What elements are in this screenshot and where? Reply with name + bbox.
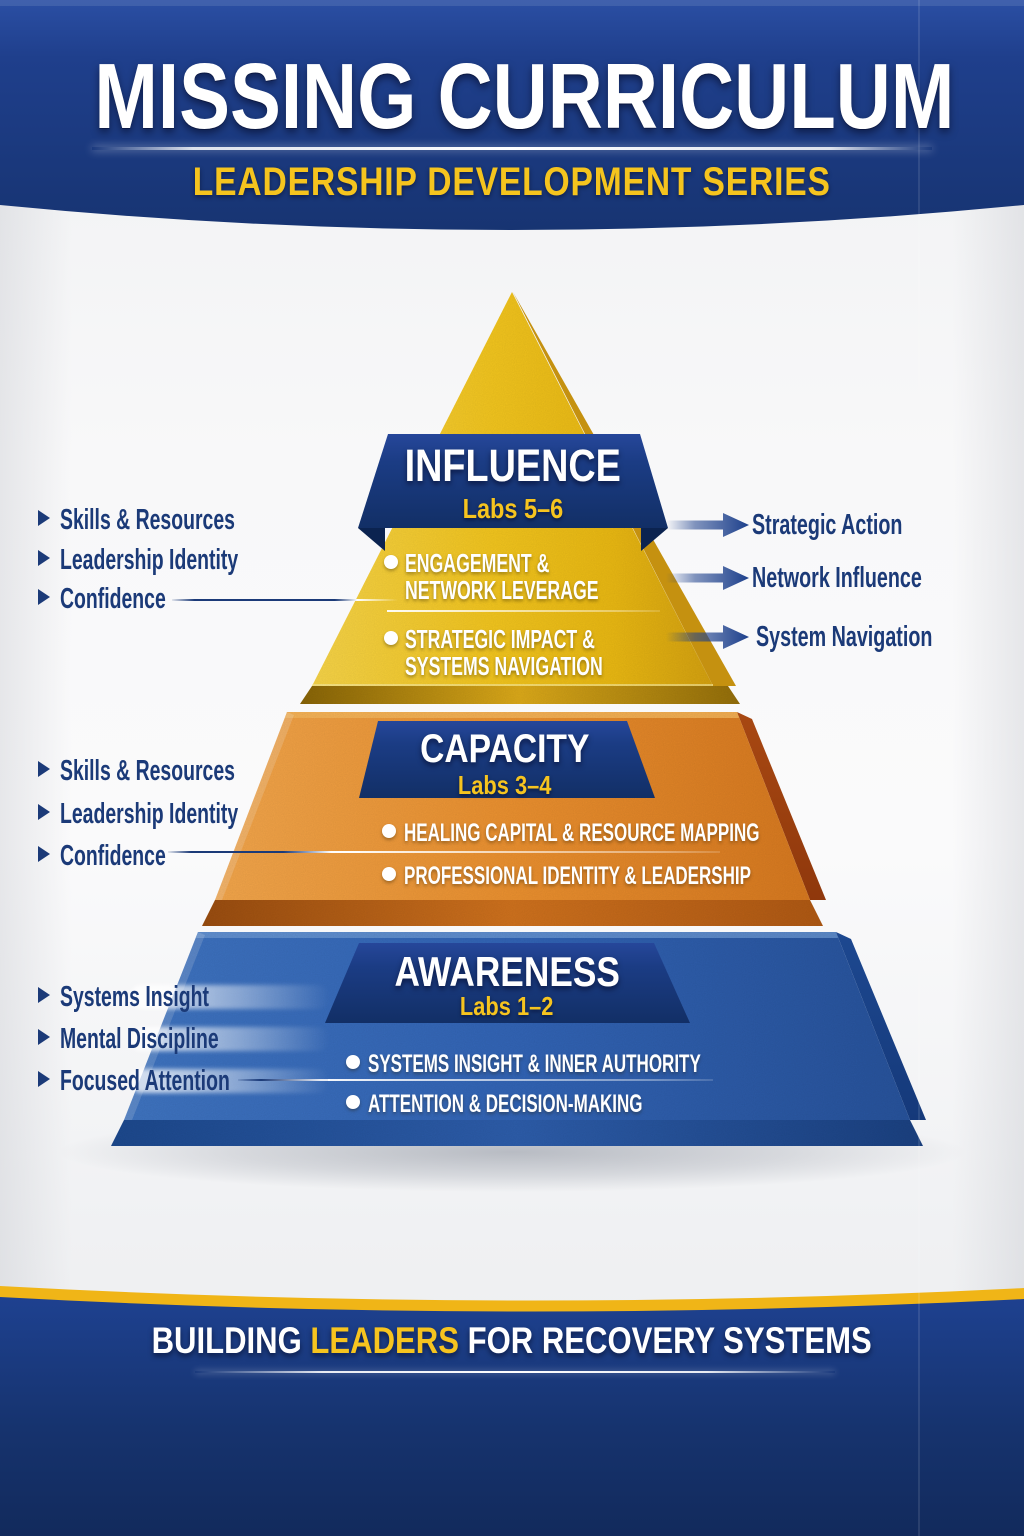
triangle-bullet-icon [38, 804, 50, 820]
arrow-strategic-action [666, 513, 749, 537]
footer-tagline: BUILDING LEADERS FOR RECOVERY SYSTEMS [151, 1320, 873, 1361]
bullet-dot [346, 1095, 360, 1109]
label-systems-insight: Systems Insight [38, 983, 282, 1012]
footer-highlight: LEADERS [310, 1320, 460, 1361]
tier-awareness-labs: Labs 1–2 [460, 991, 554, 1021]
tier-capacity-bullet-1: HEALING CAPITAL & RESOURCE MAPPING [404, 819, 760, 847]
triangle-bullet-icon [38, 987, 50, 1003]
banner-awareness [325, 943, 690, 1023]
label-skills-resources-2: Skills & Resources [38, 757, 321, 786]
tier-awareness-title: AWARENESS [394, 948, 620, 995]
bullet-dot [382, 824, 396, 838]
tier-awareness-bullet-1: SYSTEMS INSIGHT & INNER AUTHORITY [368, 1050, 701, 1078]
triangle-bullet-icon [38, 1071, 50, 1087]
tier-influence-labs: Labs 5–6 [462, 493, 564, 524]
bullet-separator [358, 851, 720, 853]
label-focused-attention: Focused Attention [38, 1067, 313, 1096]
label-confidence-1: Confidence [38, 585, 218, 614]
tier-awareness-side-face [836, 932, 926, 1120]
arrow-network-influence [666, 566, 749, 590]
arrow-system-navigation [666, 625, 749, 649]
bullet-dot [382, 867, 396, 881]
footer-divider [195, 1371, 835, 1373]
label-mental-discipline: Mental Discipline [38, 1025, 297, 1054]
triangle-bullet-icon [38, 550, 50, 566]
header-divider [92, 147, 932, 150]
tier-capacity-bullet-2: PROFESSIONAL IDENTITY & LEADERSHIP [404, 862, 751, 890]
tier-capacity-title: CAPACITY [420, 727, 590, 771]
triangle-bullet-icon [38, 1029, 50, 1045]
banner-influence [358, 434, 668, 528]
banner-influence-fold-right [641, 528, 668, 551]
label-leadership-identity-1: Leadership Identity [38, 546, 326, 575]
label-confidence-2: Confidence [38, 842, 218, 871]
label-leadership-identity-2: Leadership Identity [38, 800, 326, 829]
banner-influence-fold-left [358, 528, 385, 551]
tier-capacity-labs: Labs 3–4 [458, 770, 552, 800]
bullet-separator [387, 610, 660, 612]
triangle-bullet-icon [38, 761, 50, 777]
bullet-dot [346, 1055, 360, 1069]
page-fold-line [918, 0, 920, 1536]
bullet-dot [384, 631, 398, 645]
triangle-bullet-icon [38, 846, 50, 862]
connector-line-capacity [168, 851, 360, 853]
triangle-bullet-icon [38, 589, 50, 605]
footer-band [0, 1297, 1024, 1536]
label-system-navigation: System Navigation [756, 621, 933, 653]
connector-line-awareness [238, 1079, 330, 1081]
page-title: MISSING CURRICULUM [94, 44, 955, 148]
banner-capacity [359, 721, 655, 798]
tier-influence-title: INFLUENCE [404, 440, 622, 491]
bullet-dot [384, 555, 398, 569]
header-band [0, 0, 1024, 230]
label-strategic-action: Strategic Action [752, 509, 903, 541]
label-streak [130, 1027, 330, 1051]
tier-capacity-side-face [737, 712, 826, 900]
tier-awareness-bullet-2: ATTENTION & DECISION-MAKING [368, 1090, 643, 1118]
triangle-bullet-icon [38, 510, 50, 526]
page-subtitle: LEADERSHIP DEVELOPMENT SERIES [192, 160, 831, 204]
label-streak [130, 1069, 330, 1093]
label-skills-resources-1: Skills & Resources [38, 506, 321, 535]
connector-line-influence [172, 599, 398, 601]
tier-influence-bullet-1: ENGAGEMENT & NETWORK LEVERAGE [405, 548, 599, 605]
bullet-separator [328, 1079, 713, 1081]
header-top-highlight [0, 0, 1024, 6]
label-network-influence: Network Influence [752, 562, 922, 594]
label-streak [130, 985, 330, 1009]
tier-influence-bullet-2: STRATEGIC IMPACT & SYSTEMS NAVIGATION [405, 624, 603, 681]
